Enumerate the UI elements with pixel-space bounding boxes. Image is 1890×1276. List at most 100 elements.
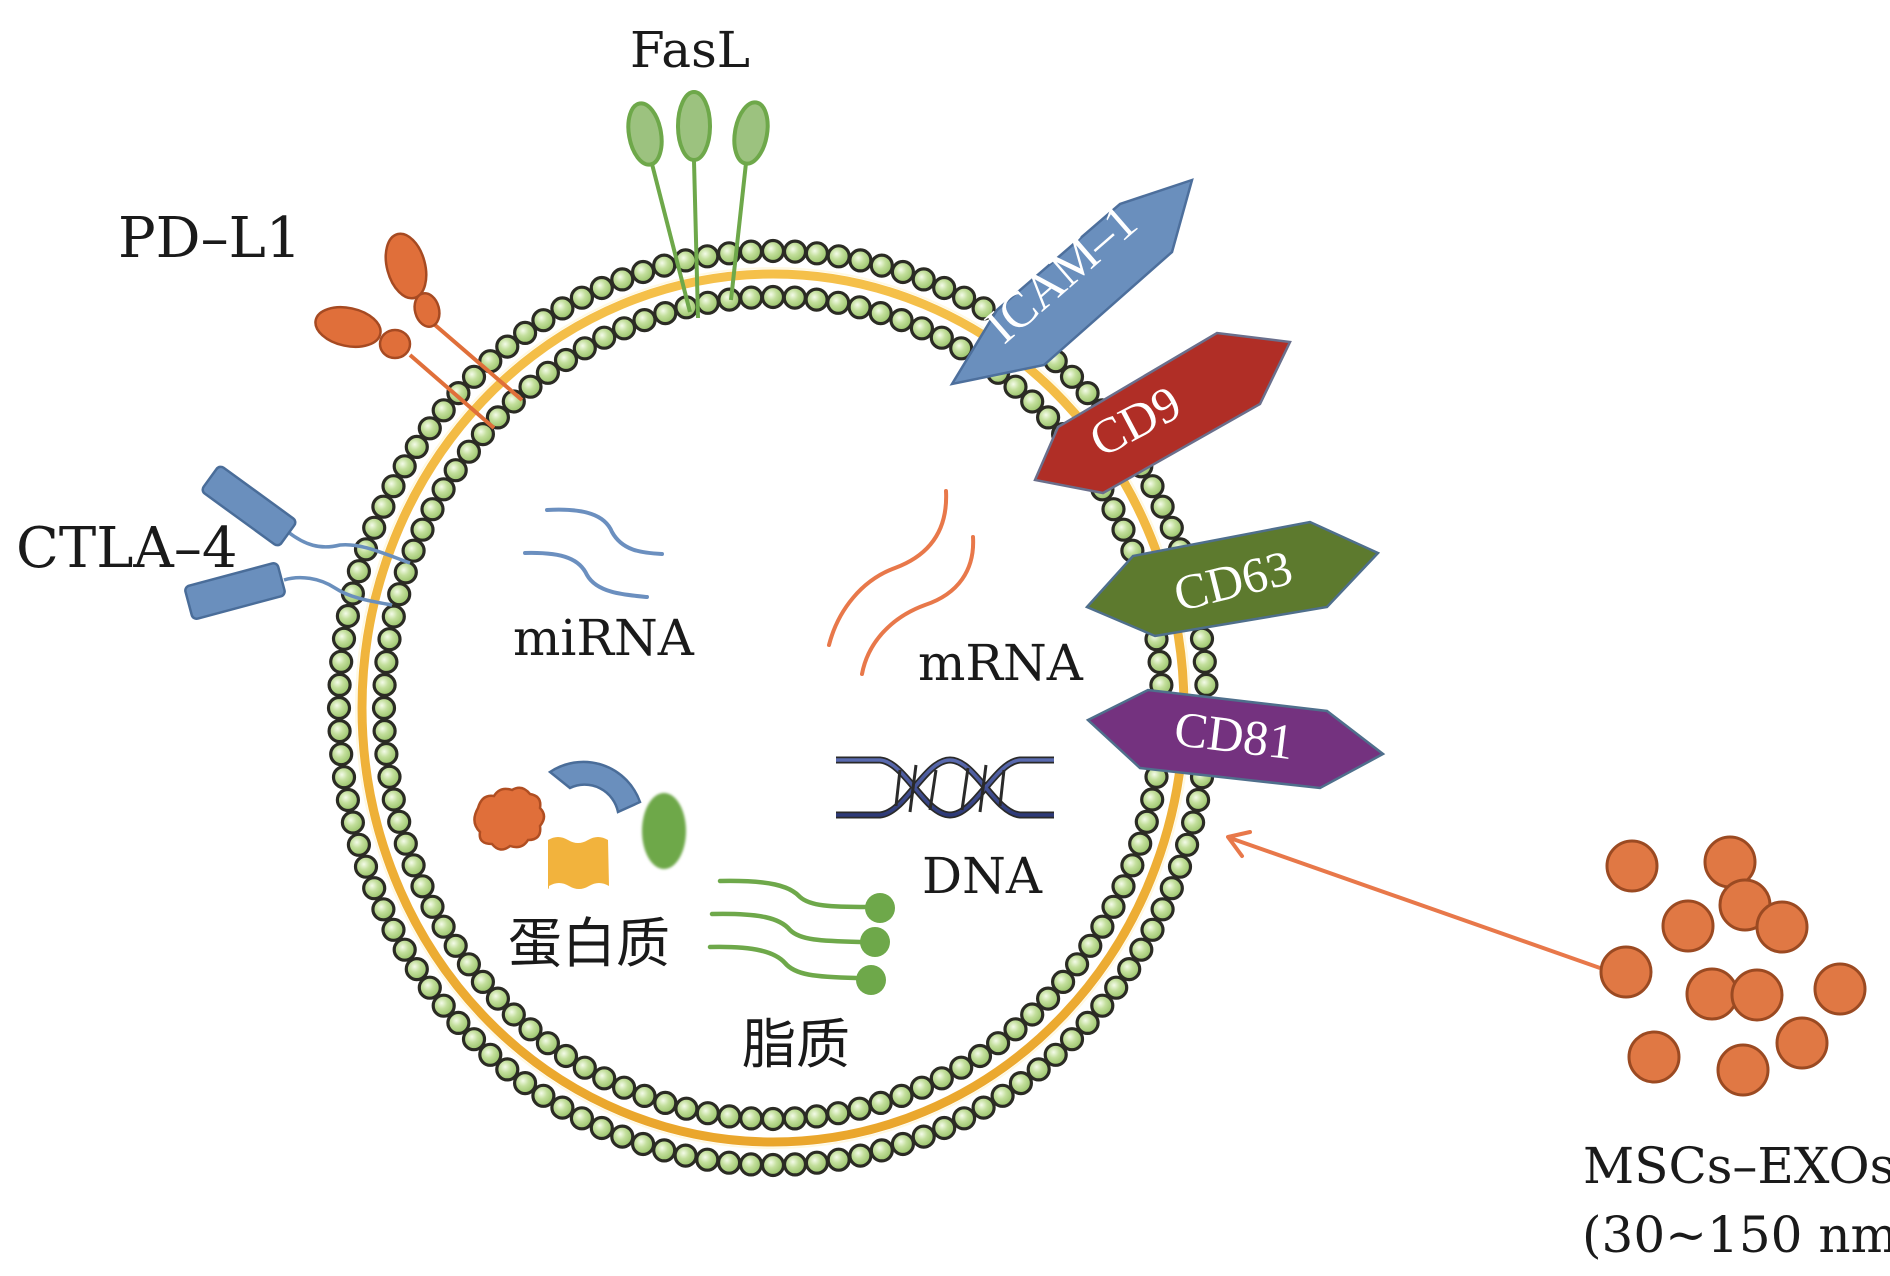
exosome-name-label: MSCs–EXOs: [1583, 1137, 1890, 1195]
membrane-bead-inner: [592, 325, 617, 350]
protein-shapes: [473, 760, 686, 889]
membrane-bead-outer: [630, 1131, 656, 1157]
membrane-bead-outer: [446, 381, 471, 406]
membrane-bead-outer: [1026, 1057, 1051, 1082]
membrane-bead-inner: [377, 627, 402, 652]
membrane-bead-outer: [1059, 364, 1085, 389]
fasl-protein: [729, 100, 770, 301]
membrane-bead-inner: [410, 874, 435, 899]
lipid-label: 脂质: [742, 1013, 850, 1076]
membrane-bead-inner: [1064, 952, 1090, 977]
ctla4-protein: [184, 562, 393, 620]
membrane-bead-outer: [911, 267, 936, 292]
inner-leaflet: [371, 284, 1175, 1132]
membrane-bead-inner: [553, 1043, 579, 1069]
membrane-bead-inner: [443, 458, 468, 483]
membrane-bead-inner: [909, 1075, 935, 1100]
membrane-bead-outer: [362, 515, 387, 540]
membrane-bead-inner: [456, 439, 481, 464]
membrane-bead-inner: [782, 285, 807, 310]
membrane-bead-inner: [401, 538, 426, 563]
membrane-bead-inner: [929, 1066, 954, 1091]
membrane-bead-outer: [392, 937, 417, 962]
pdl1-label: PD–L1: [118, 206, 301, 271]
membrane-bead-inner: [1078, 933, 1103, 958]
membrane-bead-outer: [610, 267, 635, 292]
membrane-bead-inner: [804, 287, 829, 312]
membrane-bead-outer: [782, 1152, 808, 1177]
membrane-bead-inner: [1147, 649, 1172, 675]
membrane-bead-outer: [371, 494, 396, 519]
membrane-bead-outer: [371, 897, 396, 922]
membrane-bead-inner: [967, 1043, 993, 1069]
membrane-bead-inner: [949, 1055, 974, 1080]
membrane-bead-outer: [329, 649, 354, 674]
membrane-bead-outer: [610, 1124, 635, 1149]
membrane-bead-inner: [372, 672, 397, 698]
membrane-bead-outer: [826, 244, 851, 269]
membrane-bead-outer: [869, 253, 894, 278]
membrane-bead-outer: [417, 416, 442, 441]
membrane-bead-outer: [804, 1150, 830, 1175]
membrane-bead-inner: [739, 285, 764, 310]
membrane-bead-inner: [470, 969, 495, 995]
membrane-bead-outer: [569, 1106, 595, 1131]
membrane-bead-outer: [512, 320, 538, 345]
membrane-bead-inner: [653, 301, 678, 326]
membrane-bead-outer: [1194, 672, 1219, 698]
protein-wave-yellow: [548, 837, 609, 889]
membrane-bead-outer: [890, 1131, 916, 1157]
membrane-bead-inner: [572, 1055, 597, 1080]
membrane-bead-outer: [951, 285, 977, 310]
exosome-particle: [1661, 899, 1715, 953]
membrane-bead-outer: [1104, 975, 1129, 1000]
exosome-particle: [1685, 967, 1739, 1021]
membrane-bead-inner: [401, 853, 426, 878]
membrane-bead-inner: [1101, 894, 1126, 919]
exosome-particle: [1775, 1016, 1829, 1070]
membrane-bead-outer: [327, 672, 352, 698]
membrane-bead-outer: [569, 285, 595, 310]
mirna-label: miRNA: [513, 609, 695, 667]
fasl-protein-group: [626, 90, 770, 319]
membrane-bead-inner: [760, 284, 786, 310]
membrane-bead-inner: [443, 933, 468, 958]
membrane-bead-inner: [1035, 986, 1061, 1011]
membrane-bead-inner: [847, 1096, 872, 1121]
pdl1-protein: [314, 305, 496, 430]
membrane-bead-outer: [932, 275, 957, 301]
membrane-bead-outer: [848, 248, 873, 273]
membrane-bead-inner: [1111, 874, 1136, 899]
membrane-core-line: [357, 269, 1189, 1147]
membrane-bead-outer: [1150, 494, 1175, 519]
membrane-bead-outer: [971, 296, 996, 321]
membrane-bead-inner: [1120, 853, 1145, 878]
membrane-bead-outer: [512, 1070, 538, 1096]
membrane-bead-outer: [362, 876, 387, 901]
membrane-bead-outer: [1185, 787, 1211, 813]
membrane-bead-outer: [1167, 854, 1193, 879]
exosome-particle: [1599, 945, 1653, 999]
membrane-bead-outer: [869, 1138, 894, 1163]
membrane-bead-outer: [1150, 897, 1175, 922]
membrane-bead-outer: [461, 364, 487, 389]
membrane-bead-inner: [535, 360, 561, 385]
membrane-bead-outer: [392, 454, 417, 479]
membrane-bead-outer: [716, 1150, 742, 1175]
membrane-bead-inner: [371, 695, 397, 721]
membrane-bead-outer: [695, 244, 720, 269]
membrane-bead-outer: [326, 695, 352, 721]
membrane-bead-outer: [971, 1095, 996, 1120]
membrane-bead-outer: [495, 334, 520, 359]
protein-blob-orange: [473, 786, 546, 851]
membrane-bead-outer: [417, 975, 442, 1000]
membrane-bead-outer: [1174, 832, 1200, 857]
ctla4-protein: [201, 465, 411, 565]
cd63-marker: CD63: [1084, 520, 1381, 638]
membrane-bead-outer: [911, 1124, 936, 1149]
dna-label: DNA: [922, 847, 1043, 905]
membrane-bead-inner: [695, 290, 720, 315]
membrane-bead-outer: [461, 1027, 487, 1052]
membrane-bead-inner: [826, 290, 851, 315]
